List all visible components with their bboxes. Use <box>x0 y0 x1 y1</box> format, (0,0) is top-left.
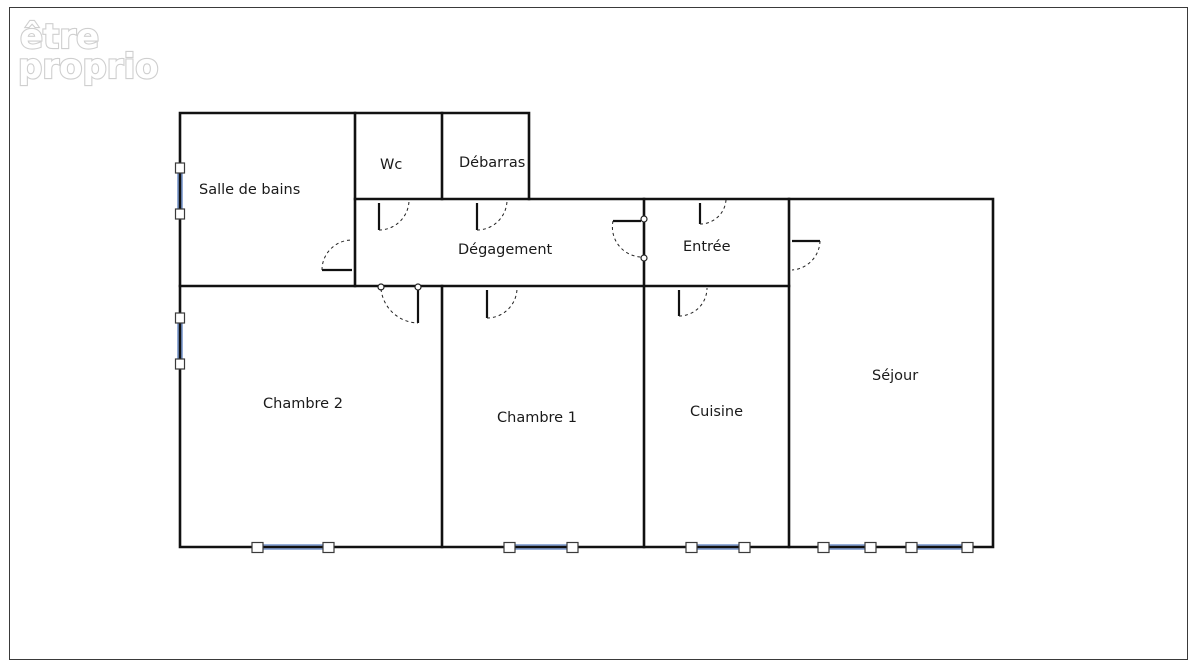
watermark-line-1: être <box>20 18 99 57</box>
outer-wall <box>178 111 995 549</box>
door-entree-top <box>698 199 727 225</box>
window-salle-de-bains <box>174 162 186 220</box>
room-label-degagement: Dégagement <box>458 242 553 258</box>
walls <box>178 111 995 549</box>
watermark-line-2: proprio <box>18 47 159 87</box>
door-cuisine <box>677 287 708 317</box>
windows <box>174 162 974 554</box>
window-sejour-bottom-2 <box>905 541 974 554</box>
door-sejour <box>791 239 821 271</box>
door-entree-corridor <box>611 215 648 262</box>
door-wc <box>377 199 410 231</box>
door-chambre-1 <box>485 287 518 319</box>
door-chambre-2 <box>377 283 422 324</box>
room-label-chambre-1: Chambre 1 <box>497 410 577 426</box>
room-label-entree: Entrée <box>683 239 731 255</box>
room-label-debarras: Débarras <box>459 155 525 171</box>
room-label-cuisine: Cuisine <box>690 404 743 420</box>
door-debarras <box>475 199 508 231</box>
window-sejour-bottom-1 <box>817 541 877 554</box>
room-label-sejour: Séjour <box>872 368 918 384</box>
etre-proprio-watermark-logo: être proprio <box>18 18 160 88</box>
room-labels: Salle de bains Wc Débarras Dégagement En… <box>199 155 918 426</box>
window-chambre-1-bottom <box>503 541 579 554</box>
plan-frame <box>9 7 1188 660</box>
room-label-salle-de-bains: Salle de bains <box>199 182 300 198</box>
doors <box>321 199 821 324</box>
window-cuisine-bottom <box>685 541 751 554</box>
door-salle-de-bains <box>321 239 353 272</box>
window-chambre-2-bottom <box>251 541 335 554</box>
room-label-wc: Wc <box>380 157 402 173</box>
room-label-chambre-2: Chambre 2 <box>263 396 343 412</box>
window-chambre-2-side <box>174 312 186 370</box>
